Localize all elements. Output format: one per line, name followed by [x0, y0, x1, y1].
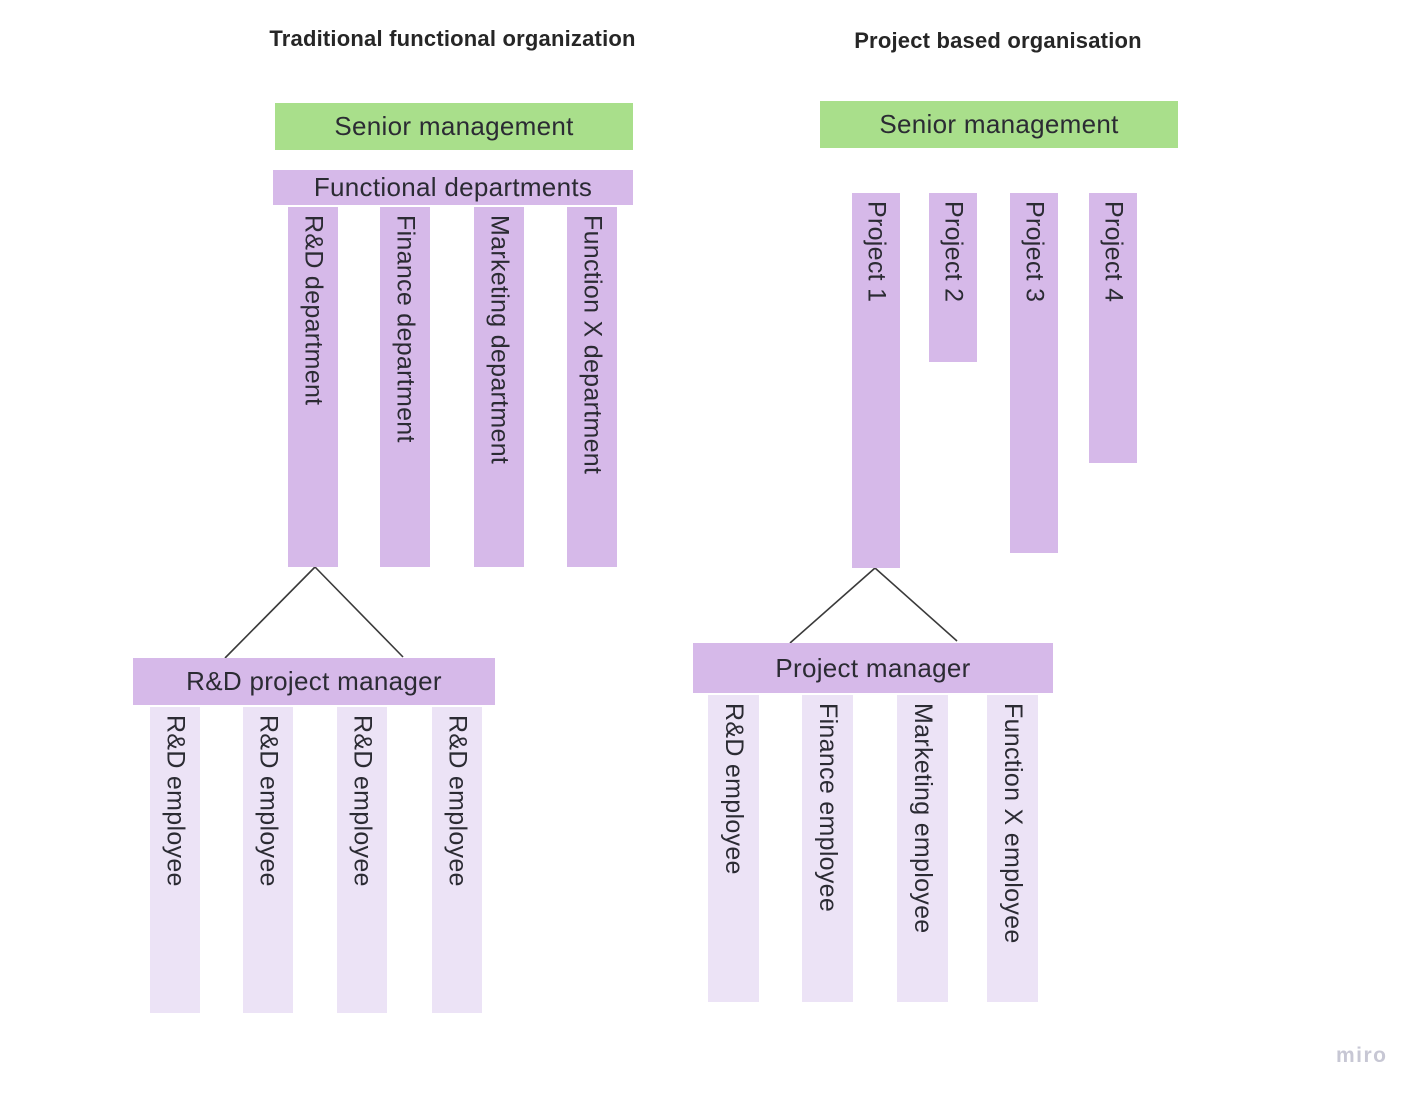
department-bar-label: Marketing department — [485, 215, 514, 465]
department-bar-label: Finance department — [391, 215, 420, 443]
project-bar-label: Project 1 — [862, 201, 891, 303]
employee-bar[interactable]: Finance employee — [802, 695, 853, 1002]
employee-bar-label: R&D employee — [720, 703, 748, 875]
department-bar-marketing[interactable]: Marketing department — [474, 207, 524, 567]
project-bar-1[interactable]: Project 1 — [852, 193, 900, 568]
functional-departments-box[interactable]: Functional departments — [273, 170, 633, 205]
right-senior-management-box[interactable]: Senior management — [820, 101, 1178, 148]
employee-bar[interactable]: Marketing employee — [897, 695, 948, 1002]
employee-bar-label: Finance employee — [814, 703, 842, 913]
connector-line — [789, 567, 876, 644]
miro-watermark: miro — [1336, 1044, 1388, 1067]
employee-bar-label: R&D employee — [348, 715, 377, 887]
department-bar-rnd[interactable]: R&D department — [288, 207, 338, 567]
employee-bar[interactable]: Function X employee — [987, 695, 1038, 1002]
project-bar-3[interactable]: Project 3 — [1010, 193, 1058, 553]
employee-bar-label: Marketing employee — [909, 703, 937, 934]
left-senior-management-box[interactable]: Senior management — [275, 103, 633, 150]
employee-bar[interactable]: R&D employee — [337, 707, 387, 1013]
employee-bar[interactable]: R&D employee — [708, 695, 759, 1002]
project-bar-label: Project 4 — [1099, 201, 1128, 303]
department-bar-finance[interactable]: Finance department — [380, 207, 430, 567]
project-bar-2[interactable]: Project 2 — [929, 193, 977, 362]
employee-bar-label: R&D employee — [254, 715, 283, 887]
project-bar-label: Project 2 — [939, 201, 968, 303]
employee-bar[interactable]: R&D employee — [243, 707, 293, 1013]
rnd-project-manager-box[interactable]: R&D project manager — [133, 658, 495, 705]
employee-bar[interactable]: R&D employee — [150, 707, 200, 1013]
department-bar-label: Function X department — [578, 215, 607, 475]
left-diagram-title[interactable]: Traditional functional organization — [269, 26, 636, 51]
department-bar-function-x[interactable]: Function X department — [567, 207, 617, 567]
project-bar-label: Project 3 — [1020, 201, 1049, 303]
employee-bar[interactable]: R&D employee — [432, 707, 482, 1013]
project-bar-4[interactable]: Project 4 — [1089, 193, 1137, 463]
connector-line — [314, 566, 404, 658]
project-manager-box[interactable]: Project manager — [693, 643, 1053, 693]
employee-bar-label: R&D employee — [161, 715, 190, 887]
connector-line — [874, 567, 958, 642]
department-bar-label: R&D department — [299, 215, 328, 406]
employee-bar-label: R&D employee — [443, 715, 472, 887]
right-diagram-title[interactable]: Project based organisation — [854, 28, 1142, 53]
employee-bar-label: Function X employee — [999, 703, 1027, 944]
connector-line — [224, 566, 316, 659]
